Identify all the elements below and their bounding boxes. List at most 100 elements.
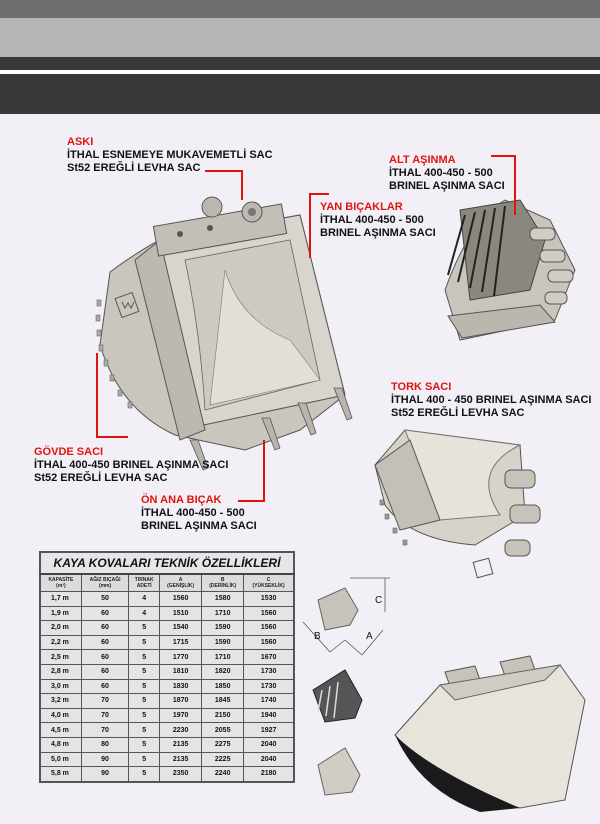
table-cell: 1540 bbox=[159, 620, 203, 636]
label-aski-title: ASKI bbox=[67, 136, 94, 148]
dimension-label-c: C bbox=[375, 595, 383, 606]
table-cell: 5,8 m bbox=[39, 766, 82, 783]
table-cell: 2,8 m bbox=[39, 663, 82, 680]
table-cell: 1,9 m bbox=[39, 605, 82, 622]
table-cell: 1,7 m bbox=[39, 591, 82, 607]
thumbnail-bucket-light bbox=[317, 747, 361, 796]
label-aski: ASKI İTHAL ESNEMEYE MUKAVEMETLİ SAC St52… bbox=[67, 136, 273, 175]
table-cell: 2240 bbox=[201, 766, 245, 783]
table-cell: 5 bbox=[128, 722, 161, 738]
table-cell: 2040 bbox=[243, 751, 295, 768]
label-alt-asinma: ALT AŞINMA İTHAL 400-450 - 500 BRINEL AŞ… bbox=[389, 154, 505, 193]
leader-line-yan-bicaklar bbox=[309, 193, 329, 195]
label-tork-saci-title: TORK SACI bbox=[391, 381, 452, 393]
label-aski-line2: St52 EREĞLİ LEVHA SAC bbox=[67, 162, 201, 174]
spec-table-title: KAYA KOVALARI TEKNİK ÖZELLİKLERİ bbox=[40, 552, 294, 575]
table-cell: 50 bbox=[80, 591, 130, 607]
header-title-band bbox=[0, 74, 600, 114]
column-header-line: (GENİŞLİK) bbox=[167, 583, 195, 589]
table-cell: 1830 bbox=[159, 678, 203, 695]
table-cell: 80 bbox=[80, 736, 130, 753]
table-cell: 1940 bbox=[243, 707, 295, 724]
label-govde-saci-line1: İTHAL 400-450 BRINEL AŞINMA SACI bbox=[34, 459, 229, 471]
leader-line-govde-h bbox=[96, 436, 128, 438]
table-cell: 1510 bbox=[159, 605, 203, 622]
label-on-ana-bicak-title: ÖN ANA BIÇAK bbox=[141, 494, 222, 506]
label-on-ana-bicak-line1: İTHAL 400-450 - 500 bbox=[141, 507, 245, 519]
label-alt-asinma-line1: İTHAL 400-450 - 500 bbox=[389, 167, 493, 179]
label-on-ana-bicak-line2: BRINEL AŞINMA SACI bbox=[141, 520, 257, 532]
column-header-line: (YÜKSEKLİK) bbox=[252, 583, 285, 589]
leader-line-govde bbox=[96, 353, 98, 438]
label-yan-bicaklar-line1: İTHAL 400-450 - 500 bbox=[320, 214, 424, 226]
table-cell: 1845 bbox=[201, 693, 245, 709]
table-cell: 70 bbox=[80, 693, 130, 709]
table-cell: 1670 bbox=[243, 649, 295, 665]
table-cell: 2225 bbox=[201, 751, 245, 768]
label-yan-bicaklar: YAN BIÇAKLAR İTHAL 400-450 - 500 BRINEL … bbox=[320, 201, 436, 240]
label-govde-saci-line2: St52 EREĞLİ LEVHA SAC bbox=[34, 472, 168, 484]
column-header-line: KAPASİTE bbox=[48, 577, 74, 583]
table-cell: 60 bbox=[80, 678, 130, 695]
leader-line-on-ana-v bbox=[263, 440, 265, 502]
table-cell: 1730 bbox=[243, 663, 295, 680]
column-header: A(GENİŞLİK) bbox=[159, 573, 203, 592]
table-cell: 2230 bbox=[159, 722, 203, 738]
leader-line-alt-asinma-v bbox=[514, 155, 516, 215]
table-cell: 1590 bbox=[201, 634, 245, 651]
label-alt-asinma-line2: BRINEL AŞINMA SACI bbox=[389, 180, 505, 192]
large-bucket-bottom-image bbox=[394, 655, 586, 812]
table-cell: 4,0 m bbox=[39, 707, 82, 724]
label-govde-saci: GÖVDE SACI İTHAL 400-450 BRINEL AŞINMA S… bbox=[34, 446, 228, 485]
table-cell: 1560 bbox=[243, 620, 295, 636]
table-cell: 1970 bbox=[159, 707, 203, 724]
column-header: C(YÜKSEKLİK) bbox=[243, 573, 295, 592]
table-cell: 5 bbox=[128, 634, 161, 651]
leader-line-on-ana bbox=[238, 500, 265, 502]
label-tork-saci-line2: St52 EREĞLİ LEVHA SAC bbox=[391, 407, 525, 419]
table-cell: 2055 bbox=[201, 722, 245, 738]
table-cell: 5 bbox=[128, 766, 161, 783]
spec-table: KAYA KOVALARI TEKNİK ÖZELLİKLERİ KAPASİT… bbox=[39, 551, 295, 783]
table-cell: 2180 bbox=[243, 766, 295, 783]
torque-plate-bucket-image bbox=[374, 429, 541, 579]
table-cell: 1730 bbox=[243, 678, 295, 695]
table-cell: 1740 bbox=[243, 693, 295, 709]
table-cell: 1530 bbox=[243, 591, 295, 607]
label-alt-asinma-title: ALT AŞINMA bbox=[389, 154, 456, 166]
label-yan-bicaklar-title: YAN BIÇAKLAR bbox=[320, 201, 403, 213]
leader-line-yan-bicaklar-v bbox=[309, 193, 311, 258]
leader-line-aski-v bbox=[241, 170, 243, 200]
table-cell: 1590 bbox=[201, 620, 245, 636]
table-cell: 2350 bbox=[159, 766, 203, 783]
dimension-label-a: A bbox=[366, 631, 373, 642]
label-govde-saci-title: GÖVDE SACI bbox=[34, 446, 104, 458]
table-cell: 1580 bbox=[201, 591, 245, 607]
column-header: KAPASİTE(m³) bbox=[39, 573, 82, 592]
column-header-line: B bbox=[220, 577, 225, 583]
column-header: AĞIZ BIÇAĞI(mm) bbox=[80, 573, 130, 592]
table-cell: 5 bbox=[128, 707, 161, 724]
dimension-diagram bbox=[302, 577, 390, 656]
table-cell: 5 bbox=[128, 678, 161, 695]
table-cell: 2135 bbox=[159, 751, 203, 768]
table-cell: 2150 bbox=[201, 707, 245, 724]
table-cell: 60 bbox=[80, 649, 130, 665]
table-cell: 1770 bbox=[159, 649, 203, 665]
table-cell: 5 bbox=[128, 736, 161, 753]
table-cell: 70 bbox=[80, 707, 130, 724]
table-cell: 5,0 m bbox=[39, 751, 82, 768]
label-tork-saci: TORK SACI İTHAL 400 - 450 BRINEL AŞINMA … bbox=[391, 381, 592, 420]
table-cell: 4,5 m bbox=[39, 722, 82, 738]
